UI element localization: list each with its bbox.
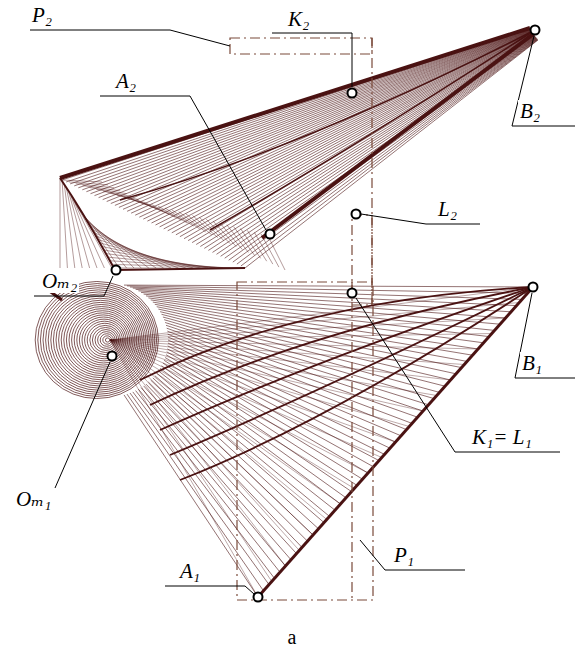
hatch-line (110, 340, 286, 566)
hatch-line (184, 36, 535, 239)
hatch-line (110, 340, 354, 489)
hatch-line (115, 268, 245, 270)
surface-curve (150, 287, 533, 405)
hatch-line (164, 360, 357, 485)
hatch-line (110, 340, 451, 380)
hatch-line (110, 287, 533, 340)
hatch-line (179, 212, 206, 232)
leader-line (30, 30, 575, 594)
hatch-line (192, 37, 535, 243)
hatch-line (144, 202, 175, 217)
figure-caption: a (286, 626, 299, 648)
hatch-line (60, 178, 61, 268)
hatch-line (110, 340, 327, 520)
hatch-line (180, 36, 535, 237)
surface-curve (60, 178, 115, 270)
hatch-line (69, 182, 108, 185)
hatch-line (186, 214, 212, 235)
hatch-line (168, 340, 396, 442)
hatch-line (62, 180, 102, 182)
point-label: K₂ (286, 8, 311, 31)
hatch-line (234, 227, 255, 256)
surface-curve (180, 287, 533, 480)
hatch-line (227, 225, 249, 253)
hatch-line (62, 182, 67, 268)
cone-circle (53, 296, 145, 384)
hatch-line (220, 223, 242, 250)
cone-circle (40, 286, 154, 395)
hatch-line (83, 186, 121, 191)
hatch-line (160, 34, 534, 227)
cone-circle (59, 300, 143, 379)
plane-trace (230, 38, 373, 600)
point-marker (108, 26, 540, 602)
plane-label: P₁ (392, 544, 416, 567)
hatch-line (69, 192, 90, 268)
hatch-line (133, 392, 275, 579)
point-label: B₁ (520, 352, 544, 375)
hatch-line (73, 200, 104, 268)
surface-curve (120, 30, 535, 200)
hatch-line (196, 37, 535, 245)
hatch-line (258, 287, 533, 597)
hatch-line (151, 204, 181, 220)
center-label: Oₘ₁ (14, 488, 53, 511)
point-label: K₁= L₁ (470, 426, 534, 449)
hatch-line (164, 35, 534, 229)
hatch-line (213, 221, 236, 246)
cone-circle (51, 294, 148, 386)
point-label: A₂ (114, 70, 138, 93)
surface-curve (160, 287, 533, 430)
hatch-line (165, 358, 362, 480)
hatch-line (262, 32, 536, 238)
hatch-line (90, 188, 127, 194)
plane-label: P₂ (30, 4, 54, 27)
hatch-line (110, 340, 299, 551)
hatch-line (96, 189, 132, 196)
hatch-line (168, 35, 534, 231)
cone-circle (61, 302, 140, 377)
hatch-line (75, 203, 111, 268)
cone-circle (35, 281, 158, 398)
line-hatching (35, 28, 538, 597)
point-label: B₂ (518, 100, 542, 123)
point-label: L₂ (436, 198, 459, 221)
hatch-line (193, 216, 218, 238)
cone-circle (105, 338, 109, 342)
hatch-line (111, 261, 231, 268)
hatch-line (82, 214, 134, 268)
hatch-line (103, 191, 138, 199)
cone-circle (48, 292, 149, 388)
point-label: A₁ (178, 560, 202, 583)
hatch-line (165, 208, 194, 226)
hatch-line (60, 28, 530, 178)
hatch-line (241, 229, 261, 259)
hatch-line (188, 36, 535, 240)
hatch-line (172, 210, 200, 229)
hatch-line (110, 340, 272, 582)
hatch-line (147, 34, 532, 222)
hatch-line (141, 292, 500, 324)
hatch-line (110, 340, 258, 597)
hatch-line (206, 219, 230, 243)
hatch-line (268, 236, 285, 270)
cone-circle (46, 290, 152, 390)
hatch-line (84, 218, 141, 268)
hatch-line (221, 38, 537, 256)
cone-circle (56, 298, 144, 382)
cone-circle (43, 288, 153, 393)
hatch-line (136, 391, 280, 573)
center-label: Oₘ₂ (40, 270, 79, 293)
hatch-line (217, 38, 537, 254)
hatch-line (110, 340, 382, 458)
cone-circle (38, 284, 157, 397)
